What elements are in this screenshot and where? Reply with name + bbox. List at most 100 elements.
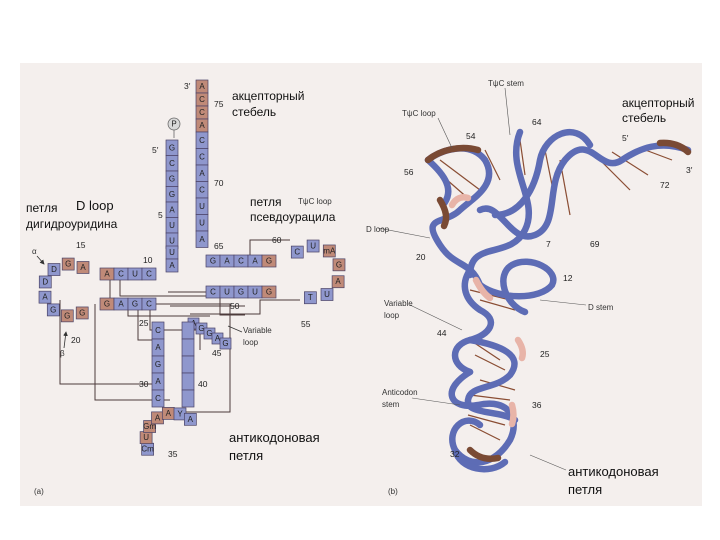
- rnum-72: 72: [660, 180, 670, 190]
- nt-aloop-2: Gm: [143, 422, 156, 431]
- nt-tbot-3: U: [252, 288, 258, 297]
- nt-dloop-7-box: [75, 306, 89, 320]
- tpsi-loop-ru-label-line1: петля: [250, 195, 282, 209]
- prime5-label: 5′: [152, 145, 159, 155]
- nt-tloop-0-box: [290, 245, 304, 259]
- nt-tloop-2-box: [322, 244, 336, 258]
- nt-acc-tail-3: A: [199, 121, 205, 130]
- d-stem-b-label: D stem: [588, 303, 614, 312]
- num-30: 30: [139, 379, 149, 389]
- nt-dloop-5: G: [50, 305, 56, 314]
- tpsi-loop-ru-label-line2: псевдоурацила: [250, 210, 336, 224]
- acceptor-stem-label-line2: стебель: [232, 105, 276, 119]
- nt-dloop-1: G: [65, 260, 71, 269]
- nt-aloop-1: U: [143, 433, 149, 442]
- nt-antiL-3: A: [155, 377, 161, 386]
- nt-dbot-3: C: [146, 300, 152, 309]
- nt-ttop-4-box: [261, 254, 277, 268]
- nt-dloop-6-box: [60, 309, 74, 323]
- nt-dloop-4: A: [42, 293, 48, 302]
- nt-acc3-0: C: [199, 136, 205, 145]
- nt-dtop-3: C: [146, 270, 152, 279]
- anticodon-loop-b-label-line1: антикодоновая: [568, 464, 659, 479]
- nt-dloop-6: G: [64, 311, 70, 320]
- nt-tloop-3-box: [332, 258, 346, 272]
- position-numbers: 75 70 5 65 60 10 15 20 50 55 25 45 30 40…: [71, 99, 311, 459]
- nt-acc5-2: G: [169, 174, 175, 183]
- nt-ttop-3: A: [252, 257, 258, 266]
- nt-acc3-4: U: [199, 202, 205, 211]
- nt-acc3-1: C: [199, 152, 205, 161]
- nt-tloop-6: T: [308, 293, 313, 302]
- nt-tbot-0: C: [210, 288, 216, 297]
- nt-acc5-5: U: [169, 221, 175, 230]
- nt-antiL-4-box: [151, 389, 165, 408]
- nt-tloop-4-box: [331, 275, 345, 289]
- tpsic-loop-label: TψC loop: [402, 109, 436, 118]
- nt-acc5-3: G: [169, 190, 175, 199]
- nt-dbot-3-box: [141, 297, 157, 311]
- nt-tloop-4: A: [335, 277, 341, 286]
- rung-2: [484, 149, 501, 181]
- rung-14: [469, 394, 511, 401]
- rnum-7: 7: [546, 239, 551, 249]
- nt-ttop-0: G: [210, 257, 216, 266]
- nt-antiR-2-box: [181, 355, 195, 374]
- beta-symbol: β: [60, 349, 65, 358]
- nt-dextra-1-box: [165, 258, 179, 273]
- nt-acc3-3: C: [199, 185, 205, 194]
- alpha-pointer: [36, 255, 45, 265]
- nt-dextra-1: A: [169, 261, 175, 270]
- rnum-32: 32: [450, 449, 460, 459]
- nt-tbot-4-box: [261, 285, 277, 299]
- nt-dloop-2-box: [47, 263, 61, 276]
- d-loop-ru-label-line1: петля: [26, 201, 58, 215]
- panel-a-label: (a): [34, 487, 44, 496]
- nt-antiR-3-box: [181, 372, 195, 391]
- nt-aloop-4: A: [166, 409, 172, 418]
- nt-aloop-3: A: [155, 413, 161, 422]
- phosphate-label: P: [171, 120, 176, 129]
- rnum-54: 54: [466, 131, 476, 141]
- nt-tloop-5: U: [324, 290, 330, 299]
- nt-aloop-6-box: [184, 412, 197, 426]
- nt-acc-tail-2: C: [199, 108, 205, 117]
- variable-loop-pointer: [227, 325, 243, 333]
- rung-3: [599, 159, 631, 191]
- anticodon-loop-b-label-line2: петля: [568, 482, 602, 497]
- nt-tloop-3: G: [336, 260, 342, 269]
- ribbon-position-numbers: 54 64 56 72 20 7 69 12 44 25 36 32: [404, 117, 670, 459]
- nt-tloop-0: C: [294, 248, 300, 257]
- num-20: 20: [71, 335, 81, 345]
- rung-10: [479, 299, 516, 311]
- num-45: 45: [212, 348, 222, 358]
- rnum-56: 56: [404, 167, 414, 177]
- nt-dloop-7: G: [79, 308, 85, 317]
- rung-1: [439, 159, 481, 191]
- nt-var-4: G: [222, 339, 228, 348]
- prime3-b-label: 3′: [686, 165, 693, 175]
- anticodon-loop-label-line2: петля: [229, 448, 263, 463]
- nt-antiR-4-box: [181, 389, 195, 408]
- num-40: 40: [198, 379, 208, 389]
- nt-dloop-0: A: [80, 263, 86, 272]
- nt-dtop-1: C: [118, 270, 124, 279]
- d-loop-en-label: D loop: [76, 198, 114, 213]
- rung-12: [474, 354, 506, 371]
- figure-frame: [20, 63, 702, 506]
- nt-var-1: G: [198, 324, 204, 333]
- variable-loop-label-line2: loop: [243, 338, 259, 347]
- prime5-b-label: 5′: [622, 133, 629, 143]
- variable-loop-nucleotides: AGGAG: [187, 317, 232, 350]
- nt-var-4-box: [219, 337, 232, 350]
- nt-aloop-6: A: [188, 415, 194, 424]
- num-35: 35: [168, 449, 178, 459]
- nt-dloop-4-box: [38, 290, 52, 304]
- nt-acc3-6-box: [195, 230, 209, 248]
